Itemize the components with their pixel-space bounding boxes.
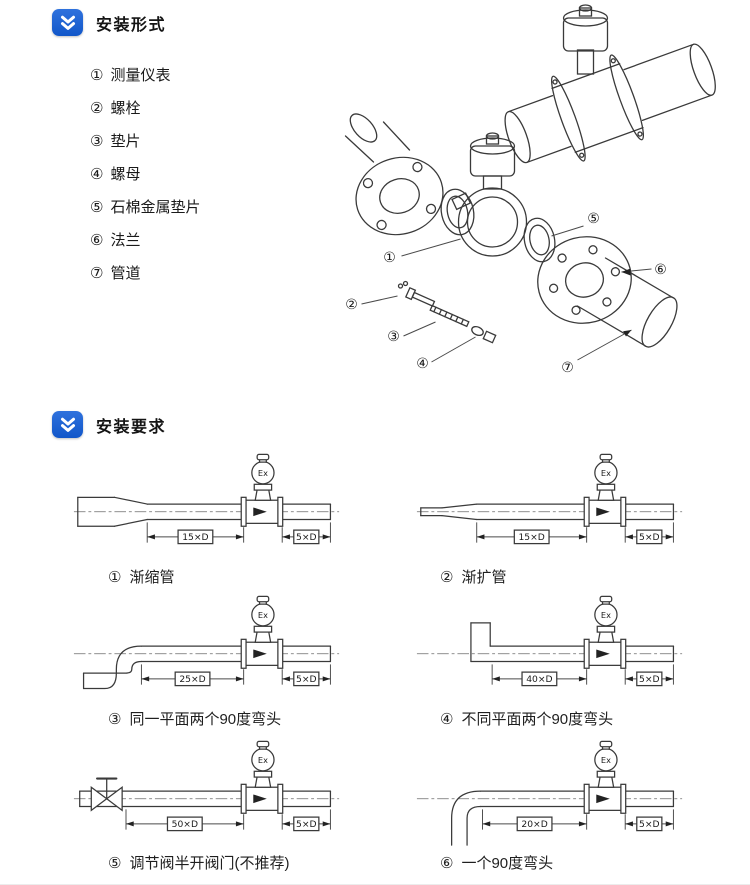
- item-label: 法兰: [110, 232, 141, 249]
- dim-left-label: 20×D: [521, 819, 547, 830]
- dim-right-label: 5×D: [296, 532, 317, 543]
- item-number: ⑥: [90, 231, 104, 249]
- section-header-install-form: 安装形式: [52, 9, 166, 36]
- rear-flange-and-pipe: [537, 236, 678, 348]
- dim-left-label: 40×D: [526, 674, 552, 685]
- callout-1: ①: [383, 250, 396, 266]
- diagram-caption: ⑤ 调节阀半开阀门(不推荐): [108, 852, 289, 873]
- item-label: 垫片: [110, 133, 141, 150]
- ex-label: Ex: [601, 468, 611, 478]
- flowmeter-body: [451, 132, 528, 257]
- caption-number: ⑤: [108, 854, 122, 872]
- diagram-reducer: 15×D 5×D Ex: [73, 453, 340, 545]
- callout-6: ⑥: [654, 262, 667, 278]
- ex-label: Ex: [258, 755, 268, 765]
- assembled-flowmeter: [504, 4, 716, 164]
- diagram-single-elbow: 20×D 5×D Ex: [416, 740, 683, 846]
- list-item: ④ 螺母: [90, 157, 200, 190]
- caption-text: 不同平面两个90度弯头: [461, 711, 614, 728]
- item-label: 管道: [110, 265, 141, 282]
- dim-left-label: 50×D: [172, 819, 198, 830]
- section-title-install-form: 安装形式: [96, 16, 167, 34]
- item-number: ⑤: [90, 198, 104, 216]
- caption-text: 渐扩管: [461, 569, 507, 586]
- dim-right-label: 5×D: [639, 674, 660, 685]
- bolt: [397, 280, 436, 307]
- caption-number: ③: [108, 710, 122, 728]
- nut: [471, 325, 497, 344]
- exploded-assembly-diagram: ① ② ③ ④ ⑤ ⑥ ⑦: [344, 4, 716, 376]
- caption-number: ⑥: [440, 854, 454, 872]
- item-number: ②: [90, 99, 104, 117]
- item-label: 螺栓: [110, 100, 141, 117]
- caption-number: ①: [108, 568, 122, 586]
- ex-label: Ex: [258, 468, 268, 478]
- item-number: ③: [90, 132, 104, 150]
- gasket-ring: [440, 188, 475, 236]
- dim-right-label: 5×D: [639, 819, 660, 830]
- list-item: ⑦ 管道: [90, 256, 200, 289]
- section-header-install-req: 安装要求: [52, 411, 166, 438]
- item-number: ④: [90, 165, 104, 183]
- parts-list: ① 测量仪表 ② 螺栓 ③ 垫片 ④ 螺母 ⑤ 石棉金属垫片 ⑥ 法兰 ⑦ 管道: [90, 58, 200, 289]
- section-title-install-req: 安装要求: [96, 418, 167, 436]
- caption-text: 一个90度弯头: [461, 855, 554, 872]
- transmitter-head: [562, 4, 609, 75]
- diagram-caption: ③ 同一平面两个90度弯头: [108, 708, 281, 729]
- diagram-caption: ① 渐缩管: [108, 566, 174, 587]
- ex-label: Ex: [258, 610, 268, 620]
- dim-left-label: 25×D: [179, 674, 205, 685]
- diagram-caption: ⑥ 一个90度弯头: [440, 852, 553, 873]
- dim-left-label: 15×D: [518, 532, 544, 543]
- diagram-half-open-valve: 50×D 5×D Ex: [73, 740, 340, 832]
- caption-number: ④: [440, 710, 454, 728]
- valve-symbol: [90, 777, 123, 812]
- caption-number: ②: [440, 568, 454, 586]
- item-number: ⑦: [90, 264, 104, 282]
- item-label: 螺母: [110, 166, 141, 183]
- callout-leaders: [361, 225, 652, 363]
- caption-text: 同一平面两个90度弯头: [129, 711, 282, 728]
- callout-3: ③: [387, 329, 400, 345]
- callout-5: ⑤: [587, 211, 600, 227]
- list-item: ② 螺栓: [90, 91, 200, 124]
- front-flange: [344, 113, 444, 236]
- dim-right-label: 5×D: [296, 819, 317, 830]
- list-item: ③ 垫片: [90, 124, 200, 157]
- double-chevron-down-icon: [52, 9, 83, 36]
- diagram-caption: ④ 不同平面两个90度弯头: [440, 708, 613, 729]
- list-item: ① 测量仪表: [90, 58, 200, 91]
- diagram-two-elbows-same-plane: 25×D 5×D Ex: [73, 595, 340, 690]
- item-label: 石棉金属垫片: [110, 199, 201, 216]
- dim-left-label: 15×D: [182, 532, 208, 543]
- ex-label: Ex: [601, 610, 611, 620]
- caption-text: 调节阀半开阀门(不推荐): [129, 855, 290, 872]
- list-item: ⑤ 石棉金属垫片: [90, 190, 200, 223]
- caption-text: 渐缩管: [129, 569, 175, 586]
- dim-right-label: 5×D: [296, 674, 317, 685]
- callout-4: ④: [416, 356, 429, 372]
- asbestos-metal-gasket: [523, 217, 556, 263]
- diagram-expander: 15×D 5×D Ex: [416, 453, 683, 545]
- item-label: 测量仪表: [110, 67, 171, 84]
- ex-label: Ex: [601, 755, 611, 765]
- stud: [429, 304, 470, 328]
- list-item: ⑥ 法兰: [90, 223, 200, 256]
- dim-right-label: 5×D: [639, 532, 660, 543]
- callout-7: ⑦: [561, 360, 574, 376]
- diagram-two-elbows-different-plane: 40×D 5×D Ex: [416, 595, 683, 687]
- item-number: ①: [90, 66, 104, 84]
- double-chevron-down-icon: [52, 411, 83, 438]
- diagram-caption: ② 渐扩管: [440, 566, 506, 587]
- callout-2: ②: [345, 297, 358, 313]
